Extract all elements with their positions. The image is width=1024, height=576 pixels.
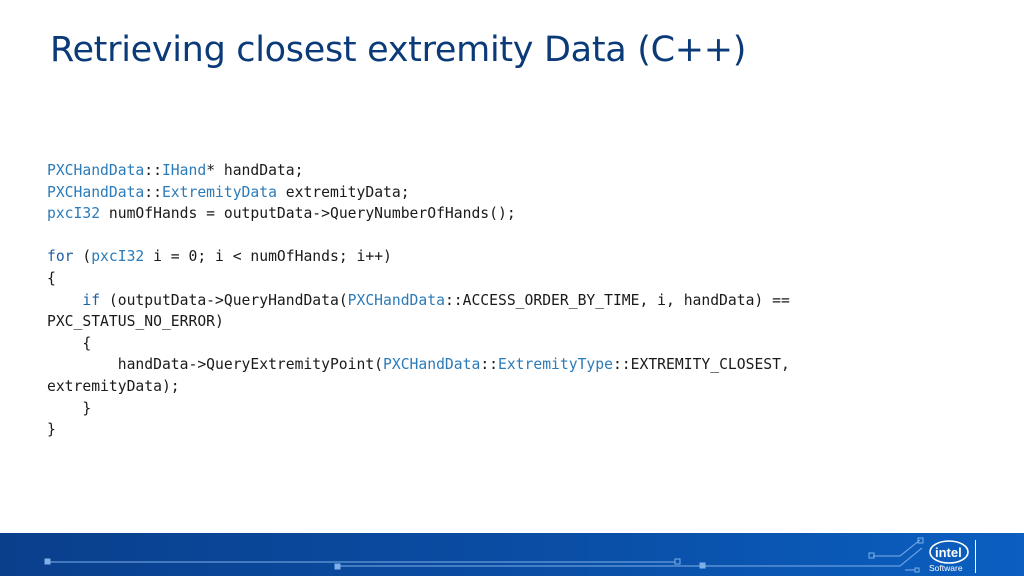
code-text: PXC_STATUS_NO_ERROR) [47, 313, 224, 331]
code-text: * handData; [206, 162, 304, 179]
code-text: } [47, 421, 56, 439]
code-text: handData->QueryExtremityPoint( [47, 356, 384, 374]
software-label: Software [929, 563, 963, 573]
code-text: } [47, 399, 92, 417]
code-text: ( [73, 248, 92, 266]
slide-title: Retrieving closest extremity Data (C++) [50, 30, 747, 70]
code-type: PXCHandData [383, 356, 481, 374]
code-text: ::EXTREMITY_CLOSEST, [612, 356, 790, 374]
code-line: if (outputData->QueryHandData(PXCHandDat… [47, 290, 790, 312]
code-text: { [47, 269, 56, 287]
code-line: PXC_STATUS_NO_ERROR) [47, 311, 790, 333]
code-line: } [47, 398, 790, 420]
code-block: PXCHandData::IHand* handData;PXCHandData… [47, 160, 790, 441]
code-keyword: for [47, 248, 74, 266]
code-type: IHand [161, 162, 207, 179]
code-text: :: [144, 162, 162, 179]
code-line: PXCHandData::IHand* handData; [47, 160, 790, 182]
intel-logo-icon: intel [929, 540, 969, 564]
code-type: ExtremityType [498, 356, 613, 374]
footer-bar [0, 533, 1024, 576]
code-text: :: [144, 183, 162, 201]
intel-logo-text: intel [935, 545, 962, 560]
code-text: ::ACCESS_ORDER_BY_TIME, i, handData) == [444, 291, 790, 309]
code-line: for (pxcI32 i = 0; i < numOfHands; i++) [47, 246, 790, 268]
code-type: pxcI32 [47, 205, 101, 223]
code-line: extremityData); [47, 376, 790, 398]
code-type: ExtremityData [161, 183, 277, 201]
code-type: pxcI32 [91, 248, 145, 266]
code-line: handData->QueryExtremityPoint(PXCHandDat… [47, 354, 790, 376]
code-keyword: if [82, 291, 101, 309]
logo-divider [975, 540, 976, 573]
code-line: { [47, 268, 790, 290]
code-type: PXCHandData [47, 183, 145, 201]
code-type: PXCHandData [47, 162, 145, 179]
code-text: i = 0; i < numOfHands; i++) [144, 248, 392, 266]
code-line: } [47, 419, 790, 441]
code-type: PXCHandData [347, 291, 445, 309]
code-text: numOfHands = outputData->QueryNumberOfHa… [100, 205, 516, 223]
code-line: { [47, 333, 790, 355]
code-text: extremityData); [47, 377, 180, 395]
code-text: extremityData; [276, 183, 410, 201]
code-text: (outputData->QueryHandData( [100, 291, 348, 309]
code-text: { [47, 334, 92, 352]
code-text: :: [480, 356, 498, 374]
code-line: pxcI32 numOfHands = outputData->QueryNum… [47, 203, 790, 225]
code-line: PXCHandData::ExtremityData extremityData… [47, 182, 790, 204]
